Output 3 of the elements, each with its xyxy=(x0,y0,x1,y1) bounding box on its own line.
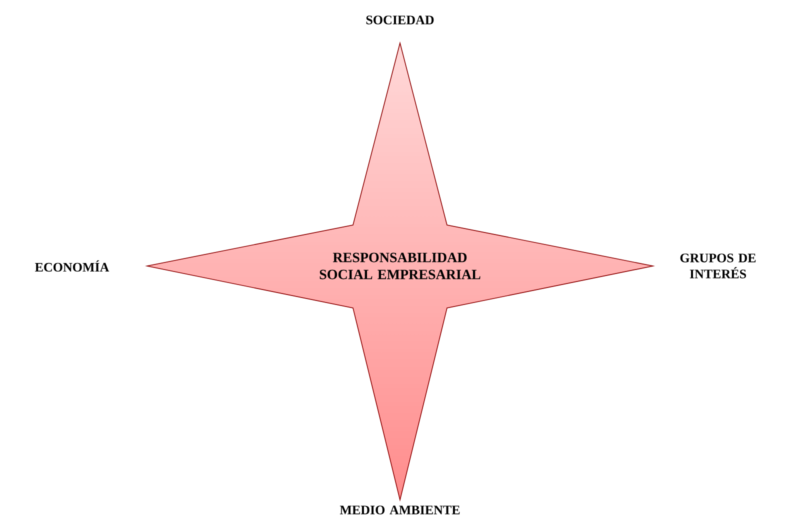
axis-label: GRUPOS DE INTERÉS xyxy=(680,254,756,278)
axis-label: SOCIEDAD xyxy=(366,16,434,24)
axis-label: ECONOMÍA xyxy=(35,260,110,272)
